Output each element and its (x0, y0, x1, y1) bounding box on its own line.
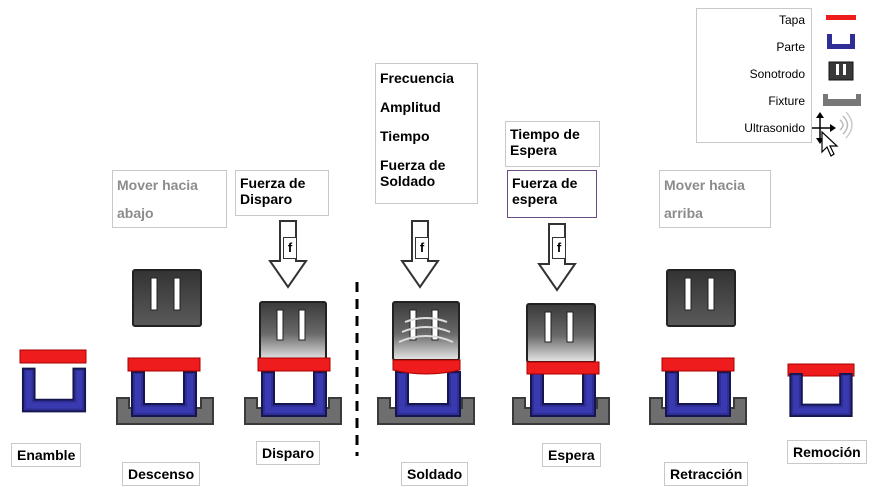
tapa-legend-icon (826, 15, 856, 20)
retraccion-parameter-box: Mover hacia arriba (659, 170, 771, 228)
espera-tiempo-line-1: Tiempo de (510, 126, 580, 142)
parte-legend-icon (827, 34, 855, 49)
legend-parte-label: Parte (776, 40, 805, 54)
stage-label-retraccion: Retracción (664, 462, 749, 486)
stage-label-disparo: Disparo (256, 441, 321, 465)
ultrasonido-legend-icon (804, 111, 853, 157)
force-label-disparo: f (283, 237, 297, 259)
espera-tiempo-box: Tiempo de Espera (505, 121, 600, 167)
soldado-fuerza-1: Fuerza de (380, 157, 446, 174)
legend-ultrasonido-label: Ultrasonido (744, 121, 805, 135)
tapa-shape (526, 361, 600, 375)
sonotrodo-shape (132, 269, 202, 327)
soldado-amplitud: Amplitud (380, 99, 441, 116)
descenso-line-1: Mover hacia (117, 177, 198, 193)
soldado-assembly (377, 219, 475, 425)
descenso-parameter-box: Mover hacia abajo (112, 170, 227, 228)
disparo-line-1: Fuerza de (240, 175, 306, 191)
tapa-shape (19, 349, 87, 364)
sonotrodo-shape (526, 303, 596, 363)
legend-tapa-label: Tapa (778, 13, 805, 27)
sonotrodo-shape (666, 269, 736, 327)
force-label-soldado: f (415, 237, 429, 259)
legend: Tapa Parte Sonotrodo Fixture Ultrasonido (696, 8, 812, 143)
legend-icons (804, 15, 861, 157)
legend-sonotrodo-label: Sonotrodo (749, 67, 805, 81)
retraccion-line-2: arriba (664, 205, 703, 221)
stage-label-enamble: Enamble (11, 443, 82, 467)
force-label-espera: f (552, 237, 566, 259)
tapa-shape (257, 357, 331, 372)
retraccion-assembly (649, 269, 747, 425)
fixture-legend-icon (823, 94, 861, 106)
stage-label-descenso: Descenso (122, 462, 201, 486)
stage-label-espera: Espera (542, 443, 601, 467)
disparo-line-2: Disparo (240, 191, 293, 208)
enamble-assembly (19, 349, 87, 413)
parte-shape (21, 367, 87, 413)
tapa-shape (392, 359, 461, 375)
stage-label-soldado: Soldado (401, 462, 469, 486)
legend-fixture-label: Fixture (768, 94, 805, 108)
espera-tiempo-line-2: Espera (510, 142, 557, 159)
soldado-tiempo: Tiempo (380, 128, 430, 145)
soldado-fuerza-2: Soldado (380, 173, 436, 190)
tapa-shape (787, 363, 855, 377)
parte-shape (529, 370, 597, 418)
stage-label-remocion: Remoción (787, 440, 867, 464)
tapa-shape (127, 357, 201, 372)
parte-shape (789, 372, 853, 418)
espera-fuerza-line-2: espera (512, 191, 558, 208)
retraccion-line-1: Mover hacia (664, 177, 745, 193)
soldado-frecuencia: Frecuencia (380, 70, 454, 86)
parte-shape (394, 370, 462, 418)
espera-assembly (512, 222, 610, 425)
disparo-parameter-box: Fuerza de Disparo (235, 170, 329, 216)
descenso-line-2: abajo (117, 205, 154, 221)
sonotrodo-legend-icon (828, 61, 854, 81)
parte-shape (260, 370, 328, 418)
tapa-shape (661, 357, 735, 372)
soldado-parameter-box: Frecuencia Amplitud Tiempo Fuerza de Sol… (375, 63, 478, 204)
espera-fuerza-box: Fuerza de espera (507, 170, 597, 218)
disparo-assembly (244, 219, 342, 425)
espera-fuerza-line-1: Fuerza de (512, 175, 578, 191)
parte-shape (664, 370, 732, 418)
remocion-assembly (787, 363, 855, 418)
parte-shape (130, 370, 198, 418)
descenso-assembly (116, 269, 214, 425)
sonotrodo-shape (259, 301, 327, 361)
